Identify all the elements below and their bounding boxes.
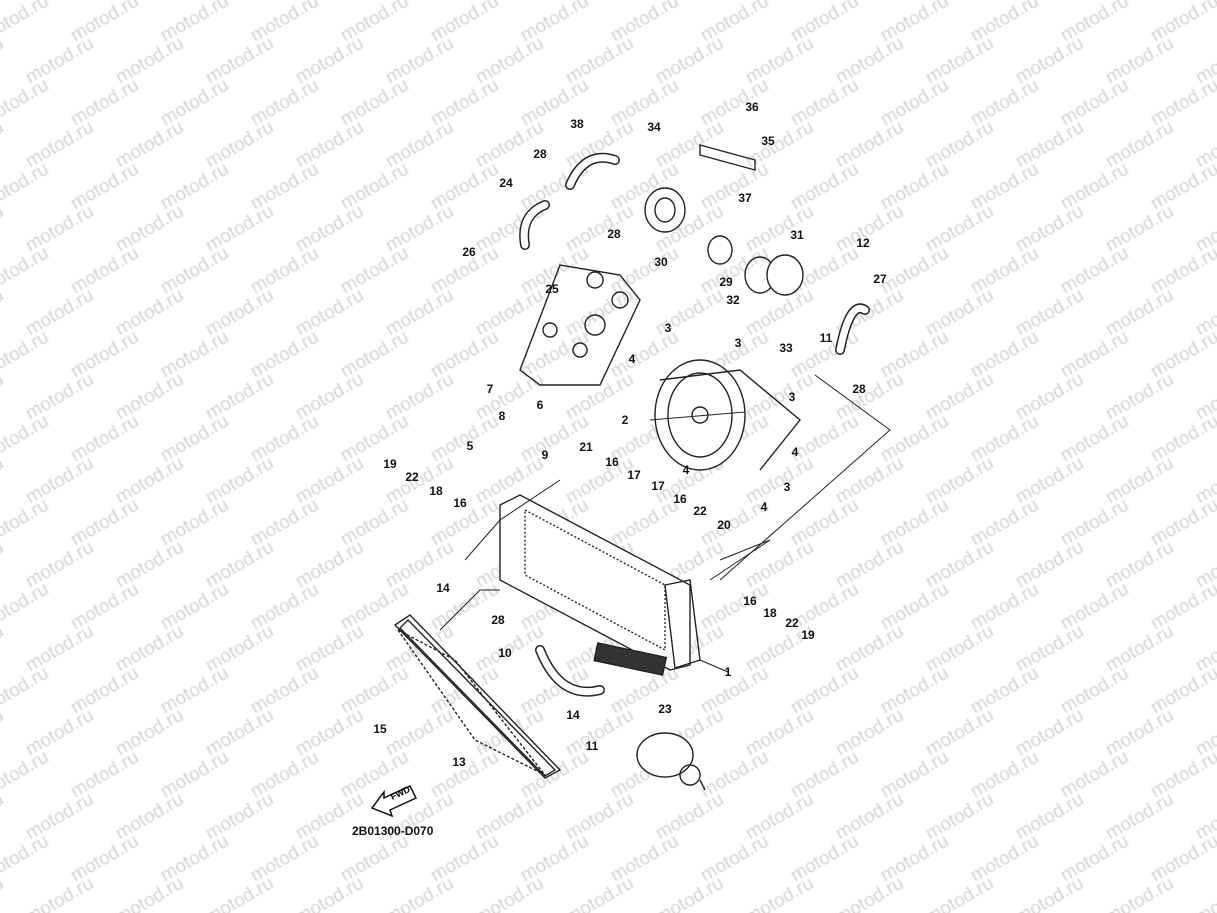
part-label: 4 xyxy=(628,352,636,366)
part-label: 21 xyxy=(579,440,593,454)
part-label: 12 xyxy=(856,236,870,250)
part-label: 2 xyxy=(621,413,629,427)
part-label: 37 xyxy=(738,191,752,205)
part-label: 35 xyxy=(761,134,775,148)
part-label: 9 xyxy=(541,448,549,462)
part-label: 25 xyxy=(545,282,559,296)
leader-lines xyxy=(439,374,891,673)
part-label: 19 xyxy=(801,628,815,642)
part-label: 14 xyxy=(566,708,580,722)
part-label: 36 xyxy=(745,100,759,114)
part-label: 28 xyxy=(607,227,621,241)
part-label: 5 xyxy=(466,439,474,453)
part-label: 22 xyxy=(785,616,799,630)
water-pump xyxy=(636,732,706,791)
part-label: 38 xyxy=(570,117,584,131)
part-label: 3 xyxy=(788,390,796,404)
part-label: 27 xyxy=(873,272,887,286)
part-label: 28 xyxy=(533,147,547,161)
part-label: 32 xyxy=(726,293,740,307)
part-label: 20 xyxy=(717,518,731,532)
part-label: 3 xyxy=(664,321,672,335)
part-label: 18 xyxy=(763,606,777,620)
forward-arrow: FWD xyxy=(370,780,420,825)
thermostat-housing xyxy=(644,144,804,296)
part-label: 22 xyxy=(405,470,419,484)
cylinder-head xyxy=(519,264,641,386)
part-label: 4 xyxy=(760,500,768,514)
part-label: 6 xyxy=(536,398,544,412)
part-label: 3 xyxy=(734,336,742,350)
part-label: 11 xyxy=(585,739,599,753)
cooling-fan xyxy=(654,359,801,471)
part-label: 3 xyxy=(783,480,791,494)
part-label: 29 xyxy=(719,275,733,289)
part-label: 4 xyxy=(682,463,690,477)
part-label: 31 xyxy=(790,228,804,242)
part-label: 7 xyxy=(486,382,494,396)
part-label: 22 xyxy=(693,504,707,518)
part-label: 16 xyxy=(743,594,757,608)
part-label: 1 xyxy=(724,665,732,679)
part-label: 16 xyxy=(605,455,619,469)
part-label: 10 xyxy=(498,646,512,660)
part-label: 11 xyxy=(819,331,833,345)
part-label: 17 xyxy=(651,479,665,493)
part-label: 18 xyxy=(429,484,443,498)
part-label: 28 xyxy=(491,613,505,627)
part-label: 4 xyxy=(791,445,799,459)
part-label: 17 xyxy=(627,468,641,482)
part-label: 15 xyxy=(373,722,387,736)
part-label: 13 xyxy=(452,755,466,769)
part-label: 30 xyxy=(654,255,668,269)
radiator-guard xyxy=(393,614,562,779)
part-label: 14 xyxy=(436,581,450,595)
part-label: 24 xyxy=(499,176,513,190)
part-label: 28 xyxy=(852,382,866,396)
radiator xyxy=(499,494,701,676)
part-label: 16 xyxy=(673,492,687,506)
part-label: 16 xyxy=(453,496,467,510)
part-label: 8 xyxy=(498,409,506,423)
diagram-code: 2B01300-D070 xyxy=(352,824,434,838)
part-label: 26 xyxy=(462,245,476,259)
part-label: 33 xyxy=(779,341,793,355)
part-label: 34 xyxy=(647,120,661,134)
part-label: 23 xyxy=(658,702,672,716)
part-label: 19 xyxy=(383,457,397,471)
